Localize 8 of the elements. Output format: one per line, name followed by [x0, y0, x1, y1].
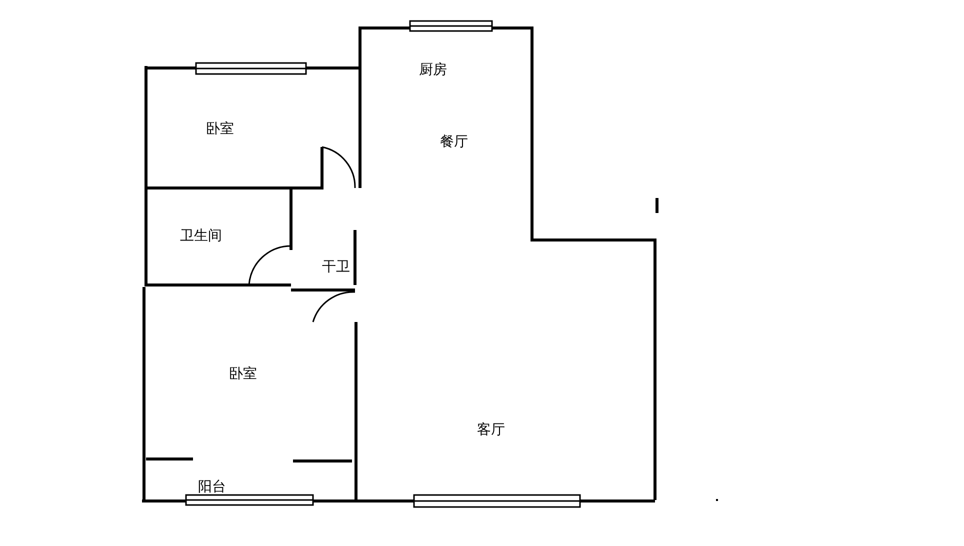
room-label: 厨房 — [419, 61, 447, 79]
room-label: 卧室 — [206, 120, 234, 138]
room-label: 卧室 — [229, 365, 257, 383]
room-label: 餐厅 — [440, 133, 468, 151]
room-label: 干卫 — [322, 258, 350, 276]
room-label: 卫生间 — [180, 227, 222, 245]
room-label: 阳台 — [198, 478, 226, 496]
room-label: 客厅 — [477, 421, 505, 439]
